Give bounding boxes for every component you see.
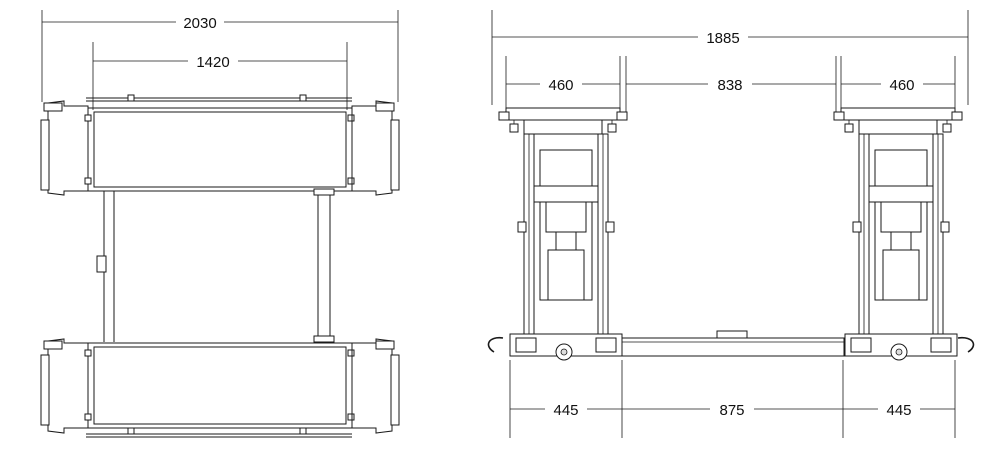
dimension-label-445-right: 445 (886, 402, 911, 419)
base-beam (487, 330, 975, 357)
dimension-label-875: 875 (719, 402, 744, 419)
dimension-label-838: 838 (717, 77, 742, 94)
dimension-label-2030: 2030 (183, 15, 216, 32)
lower-platform (40, 338, 400, 434)
top-guide-rail (86, 94, 352, 102)
dimension-label-1885: 1885 (706, 30, 739, 47)
connecting-beams (96, 188, 335, 343)
top-view: 2030 1420 (40, 10, 400, 438)
dimension-1885: 1885 (491, 10, 969, 105)
dimension-label-1420: 1420 (196, 54, 229, 71)
left-lift-unit (498, 107, 628, 361)
dimension-label-460-right: 460 (889, 77, 914, 94)
dimension-2030: 2030 (41, 10, 399, 102)
upper-platform (40, 100, 400, 196)
dimension-1420: 1420 (92, 42, 348, 110)
side-view: 1885 460 838 460 (487, 10, 975, 438)
right-lift-unit (833, 107, 963, 361)
dimension-row-top: 460 838 460 (505, 56, 956, 112)
bottom-guide-rail (86, 427, 352, 438)
dimension-row-bottom: 445 875 445 (509, 360, 956, 438)
dimension-label-460-left: 460 (548, 77, 573, 94)
dimension-label-445-left: 445 (553, 402, 578, 419)
